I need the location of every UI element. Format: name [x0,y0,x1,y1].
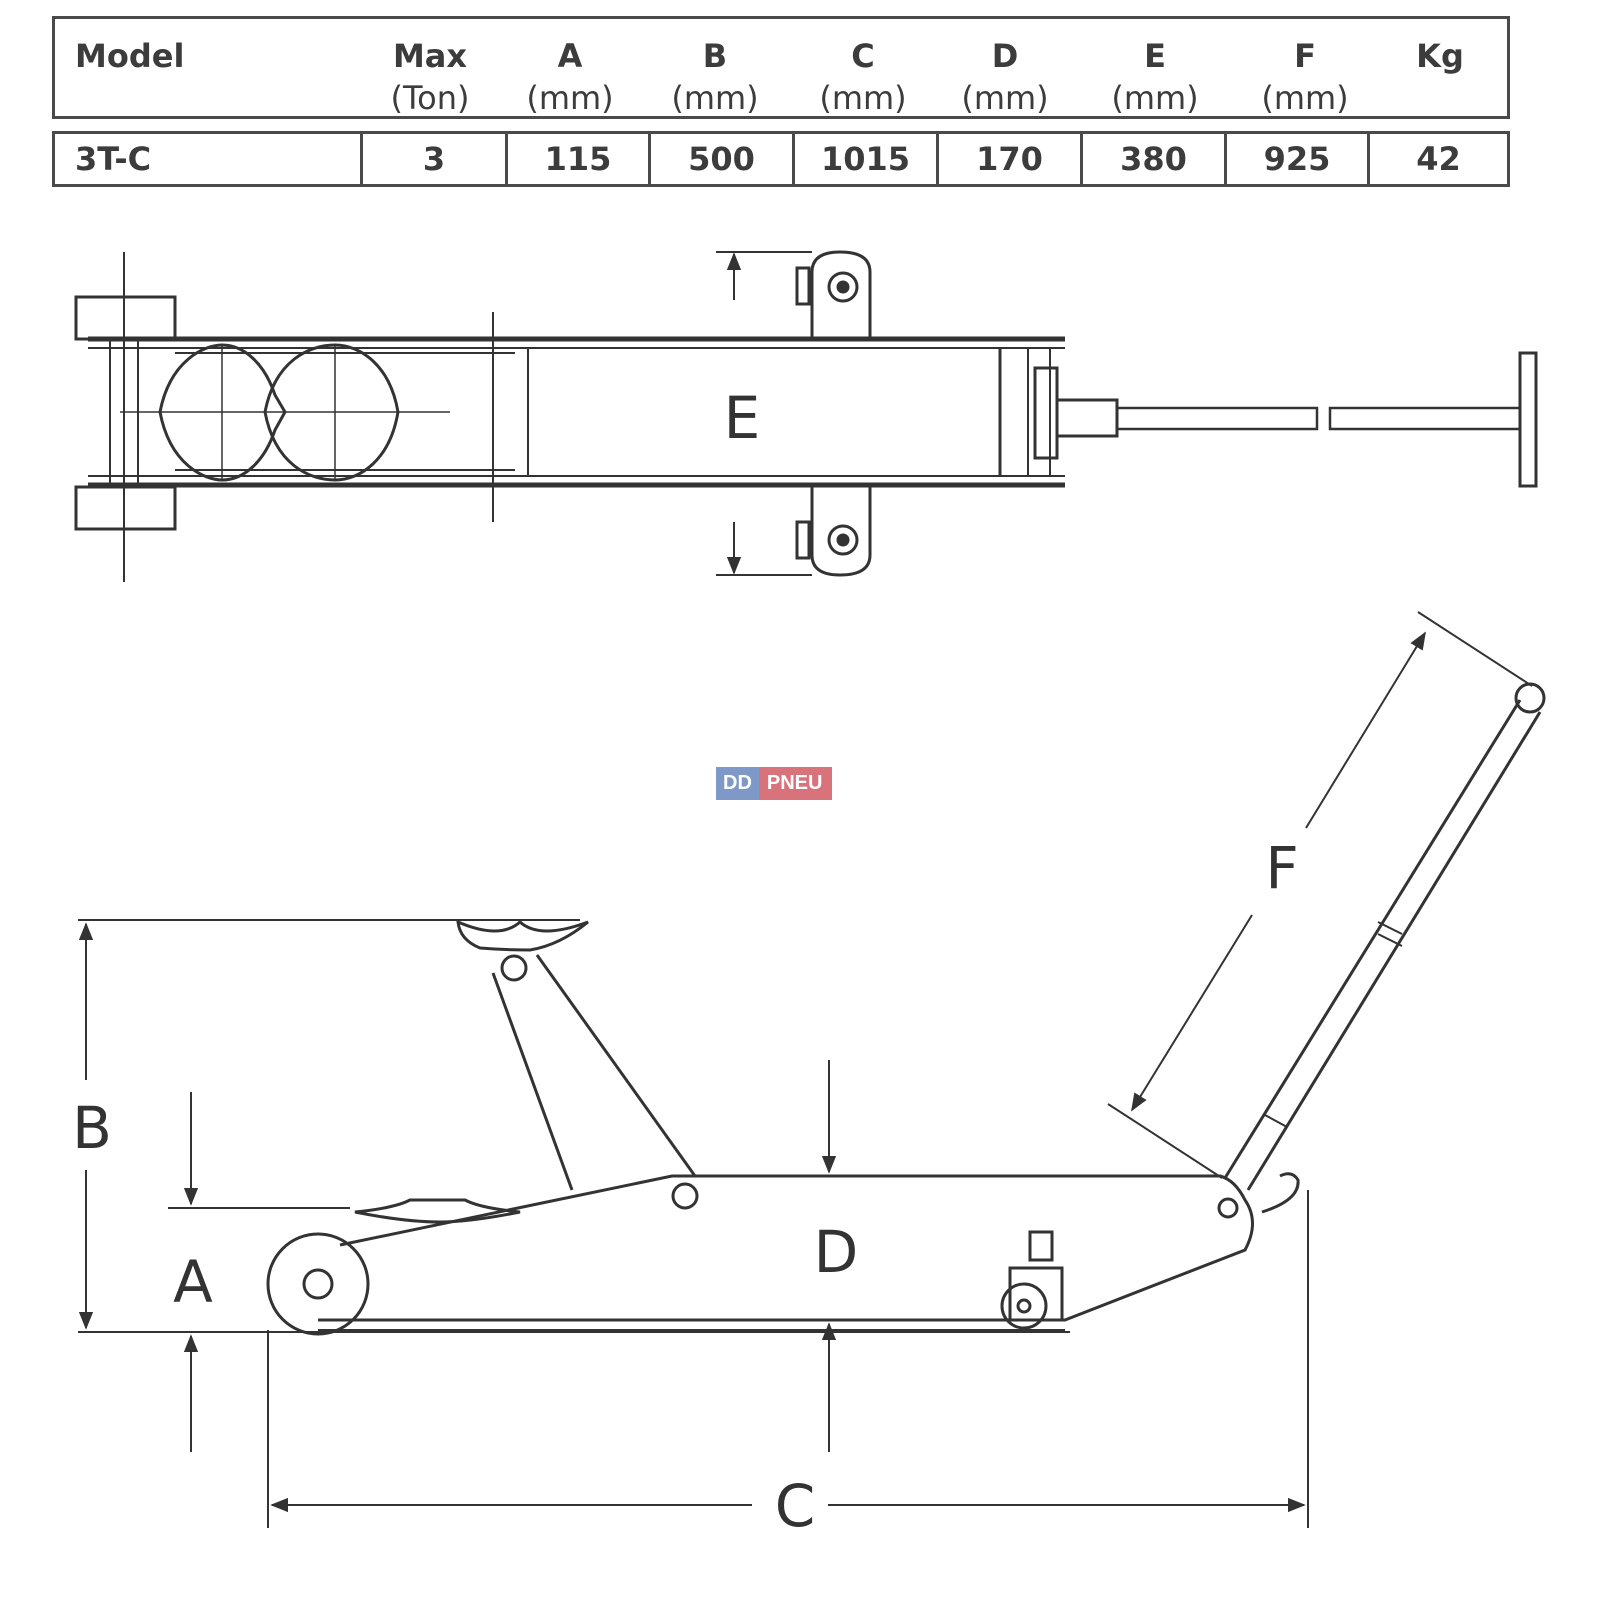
front-wheel-side [266,1232,370,1336]
header-kg: Kg [1375,19,1505,116]
dimension-d-label: D [814,1218,859,1286]
dimension-e [716,251,812,576]
header-c-unit: (mm) [819,79,907,117]
header-model: Model [55,19,360,116]
header-max-label: Max [392,37,468,75]
cell-c: 1015 [792,134,936,184]
cell-f: 925 [1224,134,1367,184]
cell-e: 380 [1080,134,1224,184]
header-c: C (mm) [793,19,933,117]
dimension-c [267,1190,1309,1528]
header-e-label: E [1144,37,1166,75]
dimension-f [1107,611,1533,1179]
lowered-saddle [354,1198,521,1224]
side-dimensions [78,611,1533,1528]
dimension-a-label: A [173,1248,213,1316]
chassis-side [318,1174,1254,1322]
rear-pivot [1217,1197,1239,1219]
dimension-b [78,919,580,1330]
header-c-label: C [851,37,875,75]
header-d: D (mm) [935,19,1075,117]
cell-kg: 42 [1367,134,1507,184]
watermark-right: PNEU [758,767,833,800]
header-f-unit: (mm) [1261,79,1349,117]
lift-arm [456,919,699,1210]
watermark-logo: DD PNEU [716,767,833,800]
cell-b: 500 [648,134,792,184]
header-d-unit: (mm) [961,79,1049,117]
watermark-left: DD [716,767,759,800]
header-a-unit: (mm) [526,79,614,117]
spec-table: Model Max (Ton) A (mm) B (mm) C (mm) D (… [52,16,1510,187]
header-f-label: F [1294,37,1316,75]
dimension-c-label: C [775,1472,816,1540]
header-max: Max (Ton) [360,19,500,117]
table-header: Model Max (Ton) A (mm) B (mm) C (mm) D (… [52,16,1510,119]
caster-wheel [1000,1230,1064,1330]
chassis-top [88,312,1065,522]
header-model-label: Model [75,37,185,75]
header-b: B (mm) [645,19,785,117]
handle-top [1033,351,1538,488]
cell-d: 170 [936,134,1080,184]
cell-model: 3T-C [75,140,152,178]
top-view [74,250,1538,582]
cell-a: 115 [505,134,648,184]
header-d-label: D [991,37,1019,75]
cell-max: 3 [360,134,505,184]
header-b-unit: (mm) [671,79,759,117]
header-a-label: A [557,37,583,75]
table-row: 3T-C 3 115 500 1015 170 380 925 42 [52,131,1510,187]
header-b-label: B [702,37,728,75]
handle-hook [1261,1172,1300,1214]
header-max-unit: (Ton) [390,79,470,117]
side-view [78,682,1546,1336]
dimension-b-label: B [72,1094,112,1162]
header-f: F (mm) [1235,19,1375,117]
header-e: E (mm) [1085,19,1225,117]
dimension-f-label: F [1265,834,1298,902]
saddle-top [158,343,400,482]
dimension-a [168,1092,350,1452]
dimension-e-label: E [724,384,761,452]
pivot-lugs-top [795,250,872,577]
header-e-unit: (mm) [1111,79,1199,117]
header-a: A (mm) [500,19,640,117]
handle-side [1223,682,1546,1191]
header-kg-label: Kg [1416,37,1464,75]
